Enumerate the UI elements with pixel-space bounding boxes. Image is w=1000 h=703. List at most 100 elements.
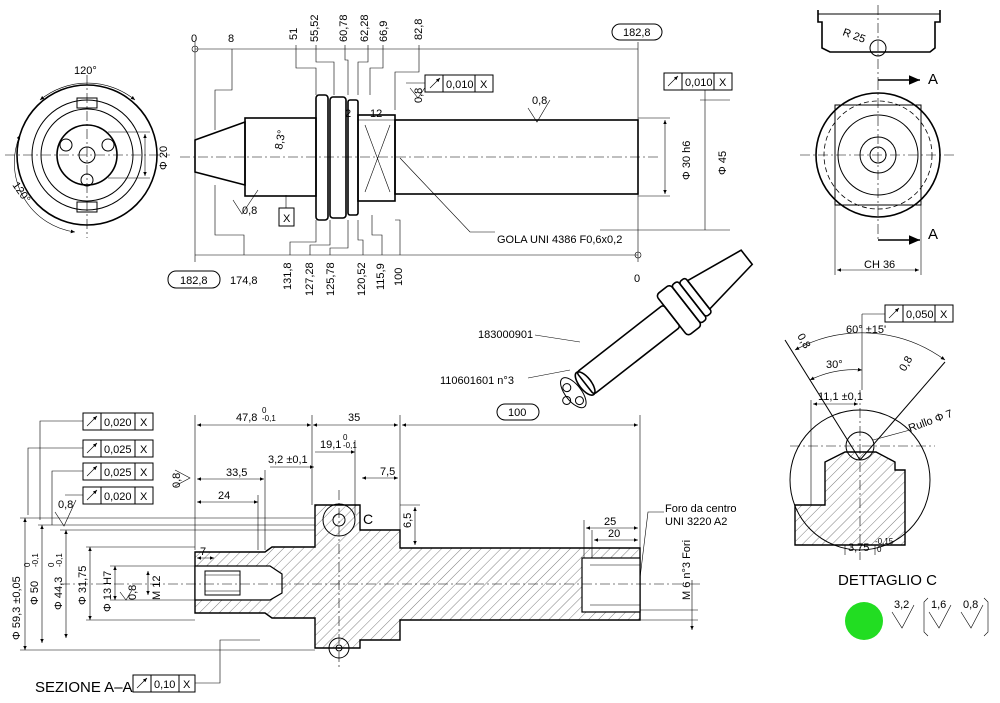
- dim-12578: 125,78: [325, 262, 337, 296]
- runout-frame-flange: 0,010 X: [424, 74, 494, 93]
- dim-32-label: 3,2 ±0,1: [268, 454, 308, 466]
- dim-5552: 55,52: [309, 14, 321, 42]
- center-hole-line2: UNI 3220 A2: [665, 516, 727, 528]
- dim-8: 8: [228, 33, 234, 45]
- dim-191-label: 19,1: [320, 439, 341, 451]
- bottom-runout-tol: 0,10: [154, 679, 175, 691]
- dia-30-label: Φ 30 h6: [681, 141, 693, 180]
- runout-row-1-tol: 0,020: [104, 417, 132, 429]
- runout-frame-2: 0,025 X: [82, 439, 154, 458]
- runout-row-4-tol: 0,020: [104, 491, 132, 503]
- dia-443-tol-lower: -0,1: [55, 553, 64, 567]
- runout-row-2-datum: X: [140, 444, 148, 456]
- runout-frame-4: 0,020 X: [82, 486, 154, 505]
- isometric-view: 183000901 110601601 n°3: [440, 249, 754, 409]
- dim-20-label: 20: [608, 528, 620, 540]
- rough-16: 1,6: [931, 599, 946, 611]
- dim-335-label: 33,5: [226, 467, 247, 479]
- runout-frame-shank: 0,010 X: [663, 72, 733, 91]
- dim-478-tol-upper: 0: [262, 406, 267, 415]
- m6-label: M 6 n°3 Fori: [681, 540, 693, 600]
- zero-bottom-label: 0: [634, 273, 640, 285]
- dim-375-tol-upper: -0,15: [875, 537, 894, 546]
- section-a-a: 0,020 X 0,025 X 0,025 X 0,020 X: [11, 403, 737, 696]
- dia-443-label: Φ 44,3: [53, 577, 65, 610]
- dia-50-label: Φ 50: [29, 581, 41, 605]
- detail-rough-left: 0,8: [794, 332, 812, 351]
- dim-25-label: 25: [604, 516, 616, 528]
- runout-frame-1: 0,020 X: [82, 412, 154, 431]
- runout-shank-datum: X: [719, 77, 727, 89]
- runout-shank-tol: 0,010: [685, 77, 713, 89]
- ref-bottom-label: 182,8: [180, 275, 208, 287]
- dim-375-label: 3,75: [848, 542, 869, 554]
- angle-60-label: 60° ±15': [846, 324, 886, 336]
- runout-row-3-datum: X: [140, 467, 148, 479]
- runout-frame-3: 0,025 X: [82, 462, 154, 481]
- dim-6078: 60,78: [338, 14, 350, 42]
- front-circular-view: 120° 120° Φ 20: [5, 65, 170, 238]
- dia-50-tol-upper: 0: [23, 562, 32, 567]
- dim-191-tol-upper: 0: [343, 433, 348, 442]
- detail-c: 0,050 X 60° ±15' 30° 0,8 0,8 11,1 ±0,1 R…: [784, 304, 989, 640]
- part-183000901: 183000901: [478, 329, 533, 341]
- angle-120-left: 120°: [10, 180, 33, 206]
- datum-x-label: X: [283, 213, 291, 225]
- rough-32: 3,2: [894, 599, 909, 611]
- depth-12-label: 12: [370, 108, 382, 120]
- dim-111-label: 11,1 ±0,1: [818, 391, 863, 403]
- runout-flange-datum: X: [480, 79, 488, 91]
- dim-51: 51: [288, 28, 300, 40]
- dim-375-tol-lower: 0: [877, 545, 882, 554]
- ref-box-top: [611, 23, 663, 41]
- right-side-view: R 25 A A CH 36: [800, 5, 955, 275]
- dia-3175-label: Φ 31,75: [77, 566, 89, 605]
- dim-7-label: 7: [200, 546, 206, 558]
- runout-row-4-datum: X: [140, 491, 148, 503]
- dim-6228: 62,28: [359, 14, 371, 42]
- dia-45-label: Φ 45: [717, 151, 729, 175]
- cone-angle-label: 8,3°: [273, 129, 288, 150]
- ref-box-100: [496, 403, 540, 421]
- detail-rough-right: 0,8: [897, 354, 915, 373]
- dia-593-label: Φ 59,3 ±0,05: [11, 576, 23, 640]
- ref-box-bottom: [167, 270, 221, 289]
- dim-100-bottom: 100: [393, 268, 405, 286]
- section-a-top: A: [928, 71, 938, 88]
- center-hole-line1: Foro da centro: [665, 503, 737, 515]
- status-indicator: [845, 602, 883, 640]
- section-rough-cone: 0,8: [171, 473, 183, 488]
- dim-478-tol-lower: -0,1: [262, 414, 276, 423]
- dim-35-label: 35: [348, 412, 360, 424]
- dim-478-label: 47,8: [236, 412, 257, 424]
- top-elevation-view: 0 8 51 55,52 60,78 62,28 66,9 82,8 182,8…: [167, 14, 733, 296]
- angle-120-top: 120°: [74, 65, 97, 77]
- section-a-bottom: A: [928, 226, 938, 243]
- dim-1318: 131,8: [282, 262, 294, 290]
- dia-20-label: Φ 20: [158, 146, 170, 170]
- ref-top-label: 182,8: [623, 27, 651, 39]
- dim-1748: 174,8: [230, 275, 258, 287]
- runout-flange-tol: 0,010: [446, 79, 474, 91]
- dim-65-label: 6,5: [402, 513, 414, 528]
- angle-30-label: 30°: [826, 359, 843, 371]
- radius-label: R 25: [841, 27, 867, 46]
- section-rough-mid: 0,8: [127, 585, 139, 600]
- detail-runout-tol: 0,050: [906, 309, 934, 321]
- section-title: SEZIONE A–A: [35, 679, 133, 696]
- runout-row-2-tol: 0,025: [104, 444, 132, 456]
- section-rough-left: 0,8: [58, 499, 73, 511]
- dia-50-tol-lower: -0,1: [31, 553, 40, 567]
- dim-828: 82,8: [413, 19, 425, 40]
- runout-row-1-datum: X: [140, 417, 148, 429]
- roller-label: Rullo Φ 7: [907, 408, 954, 435]
- dim-75-label: 7,5: [380, 466, 395, 478]
- datum-x-box: [278, 207, 295, 227]
- dim-669: 66,9: [378, 21, 390, 42]
- rough-08: 0,8: [963, 599, 978, 611]
- dim-12728: 127,28: [304, 262, 316, 296]
- groove-note: GOLA UNI 4386 F0,6x0,2: [497, 234, 622, 246]
- roughness-cone-label: 0,8: [242, 205, 257, 217]
- label-c: C: [363, 511, 373, 527]
